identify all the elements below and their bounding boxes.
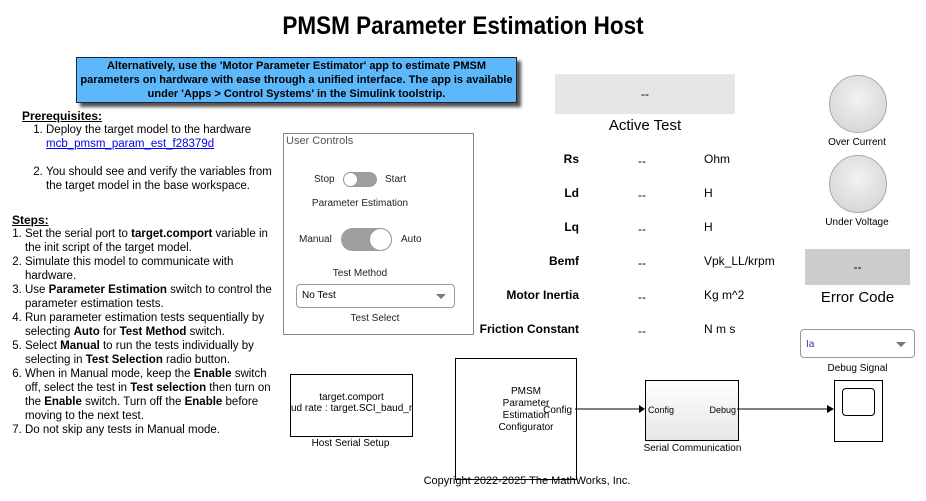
user-controls-panel: User Controls Stop Start Parameter Estim…: [283, 133, 474, 335]
port-label: Config: [648, 405, 675, 415]
param-name: Ld: [564, 186, 579, 200]
step-item: Simulate this model to communicate with …: [25, 255, 274, 283]
prerequisites: Prerequisites: Deploy the target model t…: [20, 109, 280, 193]
block-text: ud rate : target.SCI_baud_r: [291, 403, 413, 414]
port-label: Config: [543, 405, 572, 416]
host-serial-setup-label: Host Serial Setup: [311, 438, 390, 449]
parameter-estimation-switch[interactable]: [343, 172, 377, 187]
active-test-label: Active Test: [608, 117, 682, 134]
under-voltage-label: Under Voltage: [825, 217, 889, 228]
signal-lines: [575, 405, 834, 413]
step-item: Run parameter estimation tests sequentia…: [25, 311, 274, 339]
under-voltage-lamp: [829, 155, 887, 213]
copyright: Copyright 2022-2025 The MathWorks, Inc.: [423, 475, 631, 487]
prereq-item: You should see and verify the variables …: [46, 165, 280, 193]
serial-communication-label: Serial Communication: [643, 443, 742, 454]
step-item: Set the serial port to target.comport va…: [25, 227, 274, 255]
param-value: --: [638, 222, 646, 236]
manual-label: Manual: [299, 234, 332, 245]
configurator-block[interactable]: PMSM Parameter Estimation Configurator C…: [455, 358, 577, 480]
error-code-display: --: [805, 249, 910, 285]
debug-signal-dropdown[interactable]: Ia: [800, 329, 915, 358]
param-unit: H: [704, 220, 713, 234]
param-name: Friction Constant: [479, 322, 579, 336]
over-current-lamp: [829, 75, 887, 133]
active-test-display: --: [555, 74, 735, 114]
stop-label: Stop: [314, 174, 335, 185]
auto-label: Auto: [401, 234, 422, 245]
page-title: PMSM Parameter Estimation Host: [282, 12, 644, 40]
model-link[interactable]: mcb_pmsm_param_est_f28379d: [46, 138, 215, 150]
test-select-dropdown[interactable]: No Test: [296, 284, 455, 308]
arrow-icon: [827, 405, 834, 413]
info-banner: Alternatively, use the 'Motor Parameter …: [76, 57, 517, 103]
panel-title: User Controls: [286, 135, 354, 147]
chevron-down-icon: [896, 341, 906, 347]
chevron-down-icon: [436, 294, 446, 299]
param-name: Bemf: [548, 254, 579, 268]
start-label: Start: [385, 174, 407, 185]
step-item: Select Manual to run the tests individua…: [25, 339, 274, 367]
param-name: Lq: [564, 220, 579, 234]
steps: Steps: Set the serial port to target.com…: [12, 213, 274, 437]
port-label: Debug: [709, 405, 736, 415]
param-unit: N m s: [704, 322, 736, 336]
param-value: --: [638, 256, 646, 270]
param-value: --: [638, 154, 646, 168]
test-select-label: Test Select: [350, 313, 400, 324]
param-value: --: [638, 188, 646, 202]
param-name: Rs: [563, 152, 579, 166]
block-text: PMSM Parameter Estimation Configurator: [498, 386, 554, 433]
param-value: --: [638, 324, 646, 338]
over-current-label: Over Current: [828, 137, 886, 148]
test-method-switch[interactable]: [341, 228, 392, 251]
debug-signal-label: Debug Signal: [827, 363, 888, 374]
param-unit: Kg m^2: [704, 288, 745, 302]
scope-block[interactable]: [834, 380, 883, 442]
step-item: When in Manual mode, keep the Enable swi…: [25, 367, 274, 423]
step-item: Use Parameter Estimation switch to contr…: [25, 283, 274, 311]
block-text: target.comport: [319, 392, 384, 403]
serial-communication-block[interactable]: Config Debug: [645, 380, 739, 441]
scope-screen-icon: [842, 388, 875, 416]
param-value: --: [638, 290, 646, 304]
parameter-estimation-label: Parameter Estimation: [311, 198, 409, 209]
prereq-heading: Prerequisites:: [22, 109, 103, 123]
param-unit: Vpk_LL/krpm: [704, 254, 775, 268]
param-unit: H: [704, 186, 713, 200]
test-method-label: Test Method: [332, 268, 388, 279]
prereq-item: Deploy the target model to the hardware m…: [46, 123, 280, 165]
error-code-label: Error Code: [820, 289, 895, 306]
param-unit: Ohm: [704, 152, 731, 166]
host-serial-setup-block[interactable]: target.comport ud rate : target.SCI_baud…: [290, 374, 413, 437]
prereq-text: Deploy the target model to the hardware: [46, 124, 252, 136]
param-name: Motor Inertia: [506, 288, 579, 302]
steps-heading: Steps:: [12, 213, 49, 227]
arrow-icon: [639, 405, 645, 413]
step-item: Do not skip any tests in Manual mode.: [25, 423, 274, 437]
